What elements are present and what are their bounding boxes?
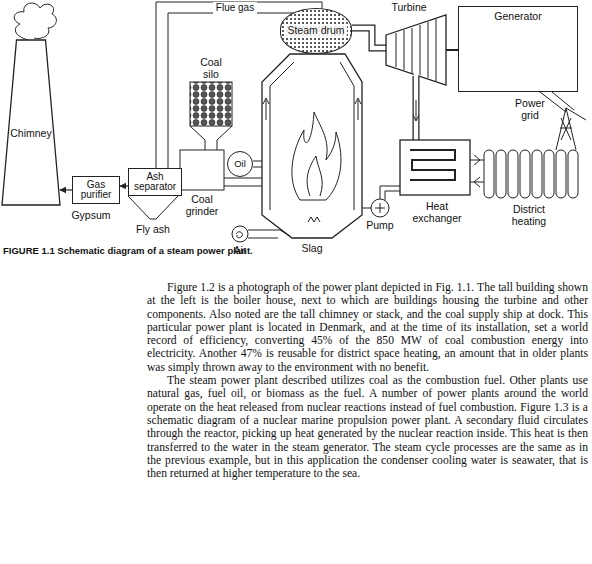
boiler bbox=[262, 54, 362, 238]
exhaust-arrow bbox=[413, 100, 419, 121]
fan-blade bbox=[236, 232, 242, 238]
node-label: Steam drum bbox=[285, 25, 346, 36]
part-label: Fly ash bbox=[130, 223, 176, 235]
silo-chute bbox=[190, 126, 232, 150]
heat-exchanger bbox=[400, 140, 470, 195]
flow-arrow bbox=[120, 185, 128, 186]
radiator bbox=[484, 150, 578, 198]
chimney: Chimney bbox=[2, 40, 60, 205]
steam-drum: Steam drum bbox=[280, 8, 352, 54]
power-lines bbox=[540, 92, 586, 150]
boiler-wall bbox=[270, 62, 354, 210]
flow-arrow bbox=[263, 98, 361, 120]
oil-burner: Oil bbox=[227, 151, 253, 177]
coal-grinder bbox=[180, 150, 224, 190]
slag bbox=[308, 217, 320, 222]
part-label: Gypsum bbox=[66, 209, 116, 221]
coal-silo bbox=[190, 82, 232, 126]
hopper bbox=[128, 196, 178, 219]
steam-pipe bbox=[352, 28, 387, 48]
smoke bbox=[14, 3, 56, 40]
part-label: Power grid bbox=[510, 97, 550, 121]
exchanger-coil bbox=[410, 150, 455, 180]
flame-inner bbox=[307, 156, 322, 196]
part-label: Slag bbox=[296, 242, 328, 254]
body-paragraph: The steam power plant described utilizes… bbox=[147, 374, 588, 480]
node-label: Generator bbox=[494, 11, 541, 22]
pump bbox=[371, 199, 389, 217]
part-label: Coal grinder bbox=[174, 193, 230, 217]
flow-arrow bbox=[60, 189, 72, 190]
body-paragraph: Figure 1.2 is a photograph of the power … bbox=[147, 281, 588, 374]
exhaust-pipe-inner bbox=[414, 74, 419, 142]
node-label: Oil bbox=[234, 159, 246, 169]
gas-purifier: Gas purifier bbox=[72, 176, 120, 204]
chimney-outline bbox=[2, 40, 60, 205]
district-pipe bbox=[470, 155, 484, 187]
flame bbox=[292, 112, 341, 200]
part-label: Turbine bbox=[386, 1, 432, 13]
steam-pipe-inner bbox=[350, 28, 389, 48]
ash-separator: Ash separator bbox=[128, 168, 182, 196]
air-fan bbox=[232, 226, 248, 242]
generator-box: Generator bbox=[458, 6, 578, 92]
node-label: Gas purifier bbox=[73, 180, 119, 201]
text-column: Figure 1.2 is a photograph of the power … bbox=[147, 281, 588, 480]
turbine-blades bbox=[396, 19, 436, 81]
node-label: Chimney bbox=[10, 128, 51, 139]
flow-label: Flue gas bbox=[213, 2, 257, 14]
part-label: Air bbox=[226, 244, 254, 256]
part-label: District heating bbox=[496, 203, 562, 227]
node-label: Ash separator bbox=[129, 172, 181, 193]
part-label: Pump bbox=[363, 219, 397, 231]
figure-caption: FIGURE 1.1 Schematic diagram of a steam … bbox=[3, 245, 583, 256]
part-label: Coal silo bbox=[191, 56, 231, 80]
part-label: Heat exchanger bbox=[404, 200, 470, 224]
pump-impeller bbox=[375, 203, 385, 213]
